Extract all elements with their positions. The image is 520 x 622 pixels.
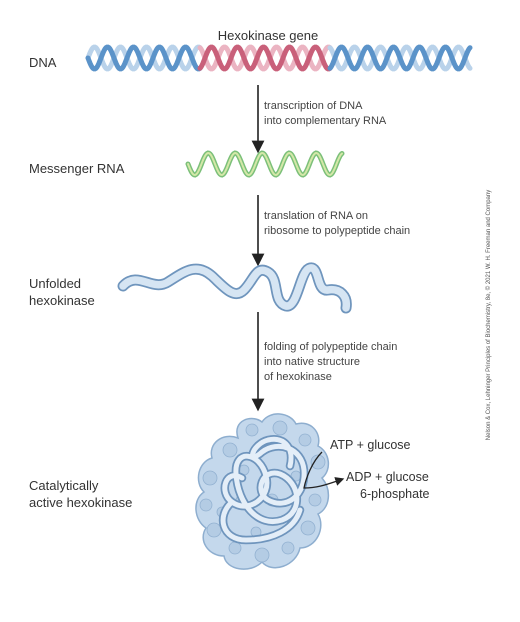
- mrna-label: Messenger RNA: [29, 161, 125, 176]
- publisher-credit: Nelson & Cox, Lehninger Principles of Bi…: [485, 190, 492, 440]
- reaction-arrow: [303, 451, 345, 489]
- gene-label: Hexokinase gene: [218, 28, 318, 43]
- transcription-step-line-2: into complementary RNA: [264, 115, 387, 127]
- transcription-step-line-1: transcription of DNA: [264, 100, 363, 112]
- active-label-line-2: active hexokinase: [29, 495, 132, 510]
- reaction-products-line-2: 6-phosphate: [360, 487, 430, 501]
- folding-step-line-2: into native structure: [264, 356, 360, 368]
- dna-strand-front-flank-left: [85, 44, 203, 72]
- mrna-strand: [185, 150, 345, 178]
- unfolded-label-line-1: Unfolded: [29, 276, 81, 291]
- reaction-products-line-1: ADP + glucose: [346, 470, 429, 484]
- dna-strand-front-gene-region: [197, 44, 333, 72]
- active-label-line-1: Catalytically: [29, 478, 99, 493]
- dna-strand-back-flank-left: [85, 44, 203, 72]
- translation-step-line-2: ribosome to polypeptide chain: [264, 225, 410, 237]
- dna-strand-front-flank-right: [327, 44, 473, 72]
- dna-label: DNA: [29, 55, 57, 70]
- folding-step-line-1: folding of polypeptide chain: [264, 341, 397, 353]
- folding-step-line-3: of hexokinase: [264, 371, 332, 383]
- unfolded-label-line-2: hexokinase: [29, 293, 95, 308]
- reaction-substrates: ATP + glucose: [330, 438, 411, 452]
- translation-step-line-1: translation of RNA on: [264, 210, 368, 222]
- dna-double-helix: [85, 44, 473, 72]
- mrna-highlight: [187, 151, 343, 177]
- folded-hexokinase: [195, 413, 330, 570]
- unfolded-polypeptide-chain: [117, 262, 352, 314]
